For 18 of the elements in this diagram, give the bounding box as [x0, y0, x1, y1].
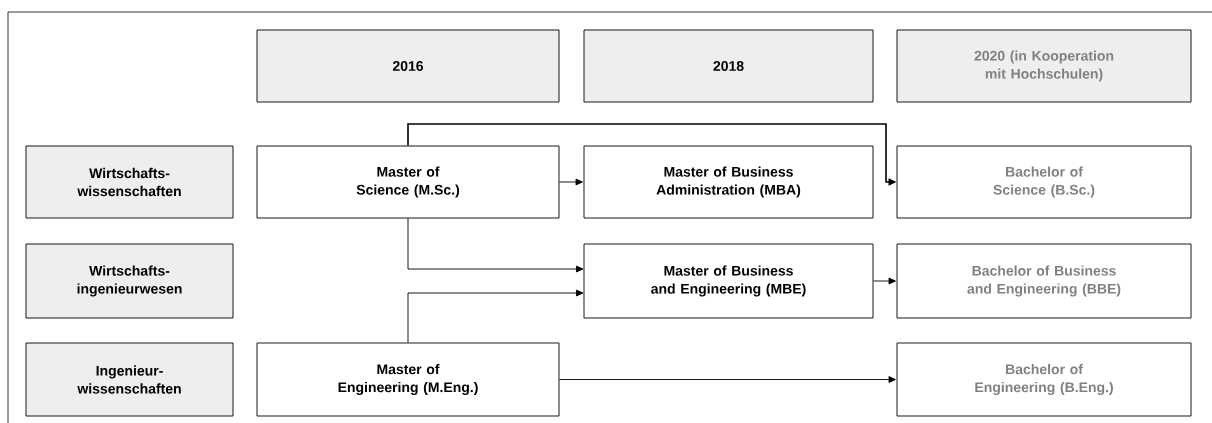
year-header-box: 2020 (in Kooperation mit Hochschulen): [896, 29, 1192, 103]
degree-box: Bachelor of Business and Engineering (BBE): [896, 243, 1192, 319]
arrow: [407, 289, 584, 343]
arrow: [407, 218, 584, 273]
year-header-box: 2018: [583, 29, 874, 103]
year-header-box: 2016: [256, 29, 560, 103]
arrow: [559, 376, 896, 383]
degree-box: Master of Business and Engineering (MBE): [583, 243, 874, 319]
degree-box: Master of Science (M.Sc.): [256, 145, 560, 219]
degree-box: Master of Business Administration (MBA): [583, 145, 874, 219]
field-label-box: Wirtschafts- wissenschaften: [25, 145, 234, 219]
arrow: [873, 277, 896, 285]
arrow: [559, 178, 583, 186]
field-label-box: Wirtschafts- ingenieurwesen: [25, 243, 234, 319]
degree-box: Bachelor of Engineering (B.Eng.): [896, 342, 1192, 417]
degree-box: Master of Engineering (M.Eng.): [256, 342, 560, 417]
field-label-box: Ingenieur- wissenschaften: [25, 342, 234, 417]
degree-box: Bachelor of Science (B.Sc.): [896, 145, 1192, 219]
